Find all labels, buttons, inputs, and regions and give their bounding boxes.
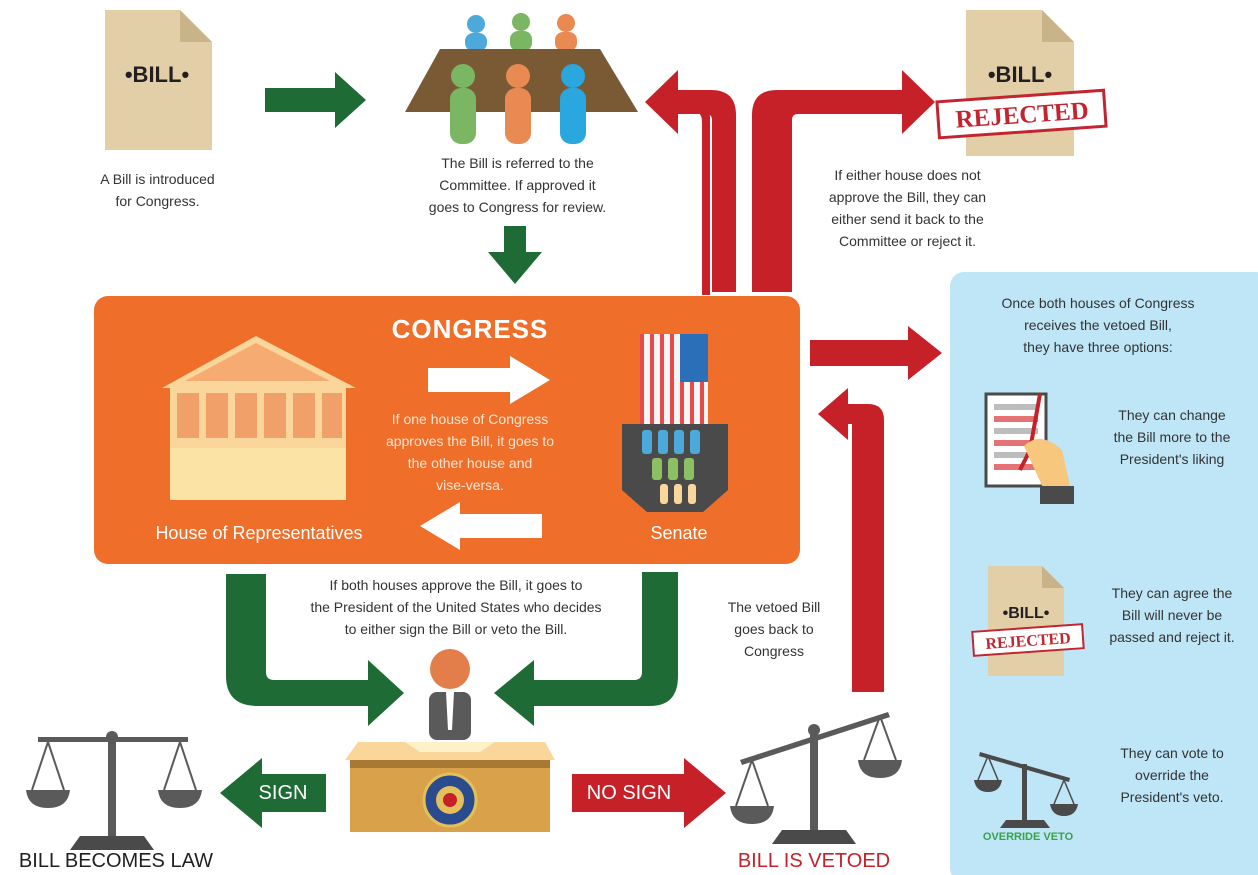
edit-document-icon	[984, 392, 1074, 504]
committee-icon	[405, 13, 638, 144]
intro-bill-label: •BILL•	[125, 62, 189, 87]
bill-document-icon: •BILL•	[105, 10, 212, 150]
congress-explanation: If one house of Congress approves the Bi…	[385, 411, 555, 493]
options-intro: Once both houses of Congress receives th…	[1001, 295, 1195, 355]
congress-title: CONGRESS	[391, 314, 549, 344]
vetoed-caption: The vetoed Bill goes back to Congress	[727, 599, 821, 659]
president-caption: If both houses approve the Bill, it goes…	[310, 577, 602, 637]
senate-label: Senate	[650, 523, 708, 543]
president-icon	[429, 649, 471, 740]
option-bill-label: •BILL•	[1003, 605, 1050, 622]
congress-to-options-arrow	[810, 326, 942, 380]
rejected-bill-label: •BILL•	[988, 62, 1052, 87]
house-to-senate-arrow	[428, 356, 550, 404]
senate-to-house-arrow	[420, 502, 542, 550]
reject-return-arrows	[645, 70, 935, 295]
house-label: House of Representatives	[155, 523, 363, 543]
house-to-president-arrow	[226, 574, 404, 726]
veto-return-arrow	[818, 388, 884, 692]
sign-arrow	[220, 758, 326, 828]
committee-caption: The Bill is referred to the Committee. I…	[428, 155, 607, 215]
bill-to-committee-arrow	[265, 72, 366, 128]
committee-to-congress-arrow	[488, 226, 542, 284]
sign-label: SIGN	[258, 782, 308, 804]
senate-icon	[622, 334, 728, 512]
intro-caption: A Bill is introduced for Congress.	[100, 171, 215, 209]
house-building-icon	[162, 336, 356, 500]
option-rejected-stamp: REJECTED	[985, 630, 1071, 653]
rejected-bill-icon: •BILL• REJECTED	[935, 10, 1108, 156]
veto-result: BILL IS VETOED	[737, 850, 891, 872]
option-change-text: They can change the Bill more to the Pre…	[1113, 407, 1231, 467]
tilted-scale-icon	[730, 712, 902, 844]
small-rejected-bill-icon: •BILL• REJECTED	[971, 566, 1085, 676]
rejected-caption: If either house does not approve the Bil…	[828, 167, 987, 249]
balanced-scale-icon	[26, 731, 202, 850]
podium-icon	[345, 742, 555, 832]
option-reject-text: They can agree the Bill will never be pa…	[1109, 585, 1235, 645]
law-result: BILL BECOMES LAW	[18, 850, 214, 872]
override-veto-label: OVERRIDE VETO	[983, 831, 1074, 843]
no-sign-label: NO SIGN	[586, 782, 672, 804]
option-override-text: They can vote to override the President'…	[1120, 745, 1224, 805]
senate-to-president-arrow	[494, 572, 678, 726]
no-sign-arrow	[572, 758, 726, 828]
override-scale-icon: OVERRIDE VETO	[974, 752, 1078, 843]
